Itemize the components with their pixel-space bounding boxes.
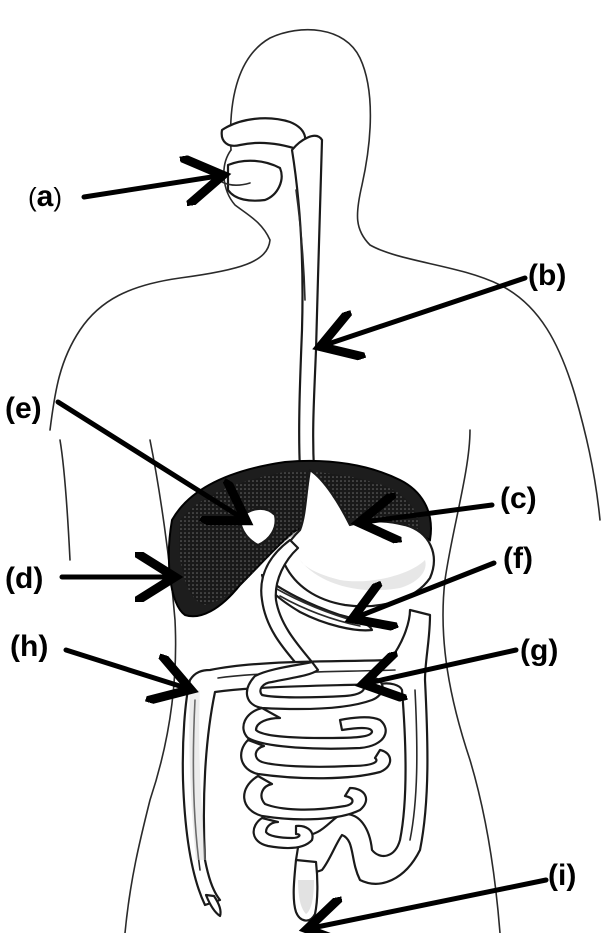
- arrow-h: [66, 650, 186, 688]
- label-a: (a): [28, 180, 62, 213]
- label-e: (e): [5, 392, 42, 425]
- arrow-i: [312, 880, 546, 928]
- label-c: (c): [500, 482, 537, 515]
- arrow-b: [325, 278, 525, 345]
- label-i: (i): [548, 859, 576, 892]
- label-f: (f): [503, 542, 533, 575]
- rectum: [294, 860, 318, 921]
- label-g: (g): [520, 634, 558, 667]
- label-h: (h): [10, 630, 48, 663]
- esophagus: [292, 136, 322, 470]
- arrow-a: [84, 176, 218, 197]
- label-b: (b): [528, 259, 566, 292]
- label-d: (d): [5, 562, 43, 595]
- arrow-e: [58, 402, 242, 518]
- small-intestine: [241, 662, 390, 848]
